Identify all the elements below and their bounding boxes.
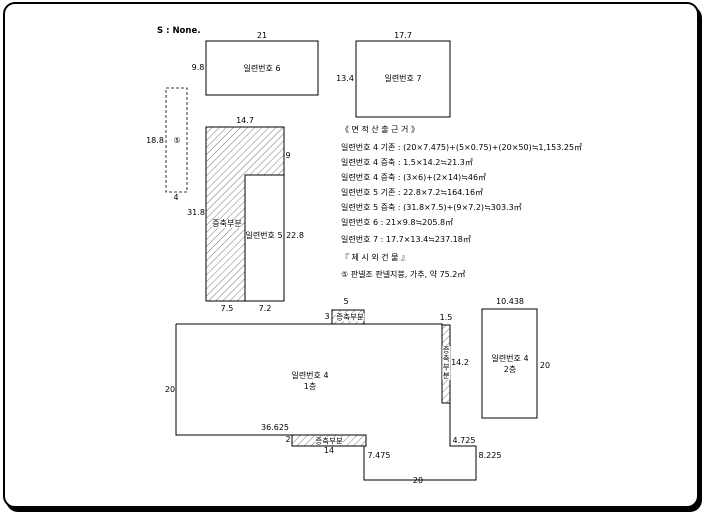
- excluded-dim-left: 18.8: [146, 136, 164, 145]
- b4-floor2-label: 일련번호 4 2층: [491, 353, 528, 375]
- b4-ext-top-label: 증축부분: [336, 312, 364, 322]
- b4-floor1-label: 일련번호 4 1층: [291, 370, 328, 392]
- b4-dim-top-ext-side: 3: [324, 312, 330, 321]
- b4-floor2-label-line1: 일련번호 4: [491, 354, 529, 363]
- b4-ext-right-label: 증축부분: [441, 346, 451, 380]
- b5-dim-right-top: 9: [285, 151, 291, 160]
- b4-dim-step: 7.475: [367, 451, 391, 460]
- b5-label: 일련번호 5: [245, 231, 283, 240]
- b5-dim-top: 14.7: [236, 116, 254, 125]
- excluded-label: ⑤: [173, 136, 181, 145]
- b4-dim-bottom-ext-side: 2: [285, 435, 291, 444]
- b4-dim-bottom: 20: [412, 476, 424, 485]
- b4-floor1-label-line1: 일련번호 4: [291, 371, 329, 380]
- building-excluded-outline: [165, 87, 188, 193]
- b4-ext-bottom-label: 증축부분: [315, 436, 343, 446]
- b7-label: 일련번호 7: [384, 74, 422, 83]
- page-frame: [3, 2, 699, 508]
- building-5-outline: [244, 174, 285, 302]
- calc-line-5: 일련번호 5 증축 : (31.8×7.5)+(9×7.2)≒303.3㎡: [341, 203, 522, 212]
- calc-header: 《 면 적 산 출 근 거 》: [341, 125, 419, 134]
- calc-line-1: 일련번호 4 기존 : (20×7.475)+(5×0.75)+(20×50)≒…: [341, 143, 583, 152]
- building-4-floor2-outline: [481, 308, 538, 419]
- calc-line-3: 일련번호 4 증축 : (3×6)+(2×14)≒46㎡: [341, 173, 487, 182]
- b4-dim-left: 20: [164, 385, 176, 394]
- b6-dim-top: 21: [256, 31, 268, 40]
- excluded-header: 『 제 시 외 건 물 』: [341, 253, 410, 262]
- excluded-dim-bottom: 4: [173, 193, 179, 202]
- b4-dim-notch-side: 4.725: [452, 436, 476, 445]
- b5-extension-label: 증축부분: [212, 219, 242, 228]
- b4-dim-bottom-ext: 14: [323, 446, 335, 455]
- b4-dim-right-ext-top: 1.5: [439, 313, 453, 322]
- building-6-outline: [205, 40, 319, 96]
- b7-dim-left: 13.4: [336, 74, 354, 83]
- b7-dim-top: 17.7: [394, 31, 412, 40]
- b4-dim-top-ext: 5: [343, 297, 349, 306]
- b4-floor2-label-line2: 2층: [503, 365, 517, 374]
- b4-floor1-label-line2: 1층: [303, 382, 317, 391]
- b5-dim-bottom-right: 7.2: [258, 304, 272, 313]
- b4-floor2-dim-right: 20: [539, 361, 551, 370]
- b6-label: 일련번호 6: [243, 64, 281, 73]
- b5-dim-left: 31.8: [187, 208, 205, 217]
- b5-dim-right: 22.8: [286, 231, 304, 240]
- b6-dim-left: 9.8: [191, 63, 205, 72]
- b4-dim-right-step: 8.225: [478, 451, 502, 460]
- scale-note: S : None.: [157, 26, 201, 36]
- b4-dim-inner: 36.625: [261, 423, 289, 432]
- excluded-line: ⑤ 판넬조 판넬지붕, 가추, 약 75.2㎡: [341, 270, 466, 279]
- b5-dim-bottom-left: 7.5: [220, 304, 234, 313]
- calc-line-7: 일련번호 7 : 17.7×13.4≒237.18㎡: [341, 235, 471, 244]
- calc-line-2: 일련번호 4 증축 : 1.5×14.2≒21.3㎡: [341, 158, 473, 167]
- building-7-outline: [355, 40, 451, 118]
- calc-line-4: 일련번호 5 기존 : 22.8×7.2≒164.16㎡: [341, 188, 484, 197]
- b4-floor2-dim-top: 10.438: [496, 297, 524, 306]
- b4-dim-right-ext: 14.2: [451, 358, 469, 367]
- calc-line-6: 일련번호 6 : 21×9.8≒205.8㎡: [341, 218, 454, 227]
